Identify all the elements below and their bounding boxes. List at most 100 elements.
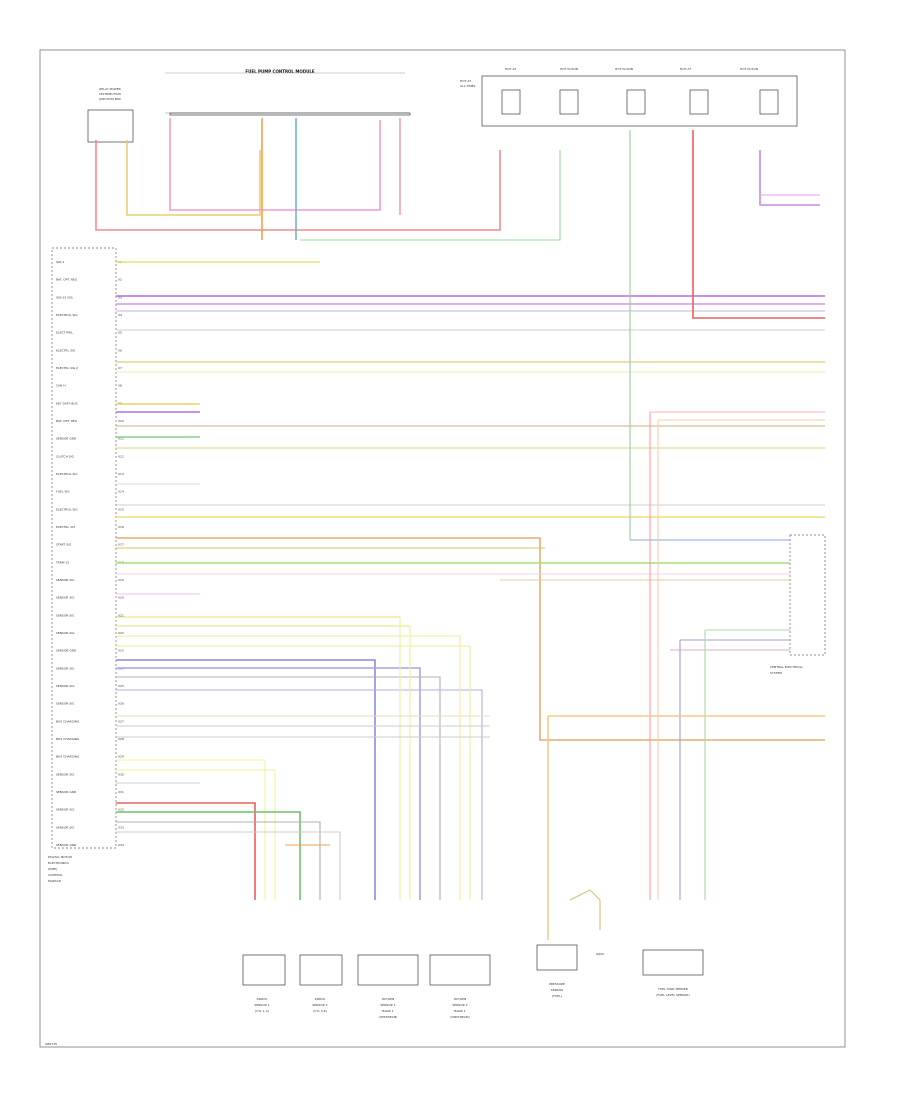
pin-number: X20: [118, 596, 124, 600]
svg-text:ALL TIMES: ALL TIMES: [460, 84, 476, 88]
pin-number: X29: [118, 755, 124, 759]
pin-label: ELECTRL SIG 2: [56, 366, 78, 370]
pin-label: SENSOR GND: [56, 649, 77, 653]
pin-label: BAT. OPT. REG: [56, 278, 78, 282]
pin-number: X12: [118, 454, 124, 458]
pin-number: X33: [118, 825, 124, 829]
pin-number: X34: [118, 843, 124, 847]
svg-text:HOT IN RUN: HOT IN RUN: [615, 67, 633, 71]
pin-label: START SIG: [56, 543, 72, 547]
svg-text:CONTROL: CONTROL: [48, 873, 63, 877]
svg-text:HOT IN RUN: HOT IN RUN: [740, 67, 758, 71]
pin-label: SENSOR GND: [56, 843, 77, 847]
svg-text:SENSOR 1: SENSOR 1: [254, 1003, 269, 1007]
pin-number: X27: [118, 719, 124, 723]
svg-text:DIGITAL MOTOR: DIGITAL MOTOR: [48, 855, 72, 859]
pin-number: X31: [118, 790, 124, 794]
wires: [95, 118, 825, 940]
pin-label: ELECT PWL: [56, 331, 73, 335]
pin-label: ELECTRL SIG: [56, 348, 76, 352]
svg-text:(DNSTREAM): (DNSTREAM): [450, 1015, 469, 1019]
svg-text:CENTRAL ELECTRICAL: CENTRAL ELECTRICAL: [770, 665, 803, 669]
svg-text:SENSOR 1: SENSOR 1: [380, 1003, 395, 1007]
pin-label: ELECTRL VLT: [56, 525, 75, 529]
svg-text:(FUEL): (FUEL): [552, 994, 562, 998]
pin-label: FUEL SIG: [56, 490, 70, 494]
svg-text:RELAY POWER: RELAY POWER: [99, 87, 120, 91]
svg-text:HOT IN RUN: HOT IN RUN: [560, 67, 578, 71]
pin-number: X16: [118, 525, 124, 529]
relay-distribution-box: RELAY POWER DISTRIBUTION JUNCTION BOX: [87, 87, 134, 143]
pin-number: X17: [118, 543, 124, 547]
pin-number: X10: [118, 419, 124, 423]
pin-label: TERM 15: [55, 560, 69, 564]
pin-label: SENSOR SIG: [56, 808, 75, 812]
pin-label: IGN 1: [56, 260, 64, 264]
svg-text:SYSTEM: SYSTEM: [770, 671, 782, 675]
pin-number: X8: [118, 384, 122, 388]
svg-text:SENSOR 2: SENSOR 2: [312, 1003, 327, 1007]
pin-label: BUS CHARGING: [56, 755, 80, 759]
pin-label: SENSOR SIG: [56, 772, 75, 776]
pin-label: SENSOR SIG: [56, 613, 75, 617]
svg-text:OXYGEN: OXYGEN: [382, 997, 395, 1001]
pin-number: X28: [118, 737, 124, 741]
pin-number: X14: [118, 490, 124, 494]
footer-code: GB9735: [45, 1042, 57, 1046]
svg-text:(CYL 1-3): (CYL 1-3): [255, 1009, 269, 1013]
pin-label: SENSOR SIG: [56, 825, 75, 829]
fuse-relay-box: HOT AT ALL TIMES HOT AT HOT IN RUN HOT I…: [460, 67, 798, 127]
svg-text:HOT AT: HOT AT: [505, 67, 516, 71]
svg-text:SENSOR: SENSOR: [551, 988, 563, 992]
pin-number: X26: [118, 702, 124, 706]
diagram-frame: [39, 49, 846, 1048]
pin-label: SENSOR GND: [56, 790, 77, 794]
svg-text:HOT AT: HOT AT: [680, 67, 691, 71]
bottom-sensors: KNOCK SENSOR 1 (CYL 1-3) KNOCK SENSOR 2 …: [242, 889, 704, 1019]
pin-number: X23: [118, 649, 124, 653]
svg-text:OXYGEN: OXYGEN: [454, 997, 467, 1001]
svg-text:ELECTRONICS: ELECTRONICS: [48, 861, 69, 865]
pin-number: X19: [118, 578, 124, 582]
pin-number: X13: [118, 472, 124, 476]
pin-label: BUS CHARGING: [56, 737, 80, 741]
pin-label: ELECTROL SIG: [56, 313, 78, 317]
pin-label: IGN 15 VOL: [56, 295, 74, 299]
pin-label: SENSOR SIG: [56, 666, 75, 670]
svg-text:KNOCK: KNOCK: [315, 997, 327, 1001]
pin-number: X22: [118, 631, 124, 635]
pin-label: BAT. OPT. REG: [56, 419, 78, 423]
pin-number: X15: [118, 507, 124, 511]
pin-label: SENSOR SIG: [56, 702, 75, 706]
pin-number: X5: [118, 331, 122, 335]
pin-number: X6: [118, 348, 122, 352]
svg-text:SENSOR 2: SENSOR 2: [452, 1003, 467, 1007]
pin-number: X7: [118, 366, 122, 370]
pin-number: X2: [118, 278, 122, 282]
svg-text:KNOCK: KNOCK: [257, 997, 269, 1001]
pin-number: X21: [118, 613, 124, 617]
pin-label: ELECTROL SIG: [56, 507, 78, 511]
fuel-pump-control-module-right: CENTRAL ELECTRICAL SYSTEM: [770, 534, 826, 675]
svg-text:BANK 1: BANK 1: [382, 1009, 393, 1013]
pin-label: SENSOR SIG: [56, 578, 75, 582]
svg-text:DISTRIBUTION: DISTRIBUTION: [99, 92, 120, 96]
pin-label: CLUTCH SIG: [56, 454, 75, 458]
svg-text:(UPSTREAM): (UPSTREAM): [379, 1015, 398, 1019]
svg-text:FUEL TANK SENDER: FUEL TANK SENDER: [658, 987, 688, 991]
svg-text:BANK 1: BANK 1: [454, 1009, 465, 1013]
pin-number: X11: [118, 437, 124, 441]
pin-number: X30: [118, 772, 124, 776]
svg-text:(FUEL LEVEL SENSOR): (FUEL LEVEL SENSOR): [656, 993, 689, 997]
pin-label: BUS CHARGING: [56, 719, 80, 723]
pin-label: CAN H: [56, 384, 66, 388]
svg-text:JUNCTION BOX: JUNCTION BOX: [98, 97, 121, 101]
pin-label: SENSOR SIG: [56, 684, 75, 688]
svg-text:HOT AT: HOT AT: [460, 79, 471, 83]
pin-label: SENSOR SIG: [56, 631, 75, 635]
pin-label: ELECTROL SIG: [56, 472, 78, 476]
dme-control-module: DIGITAL MOTOR ELECTRONICS (DME) CONTROL …: [48, 247, 117, 883]
svg-text:(DME): (DME): [48, 867, 57, 871]
